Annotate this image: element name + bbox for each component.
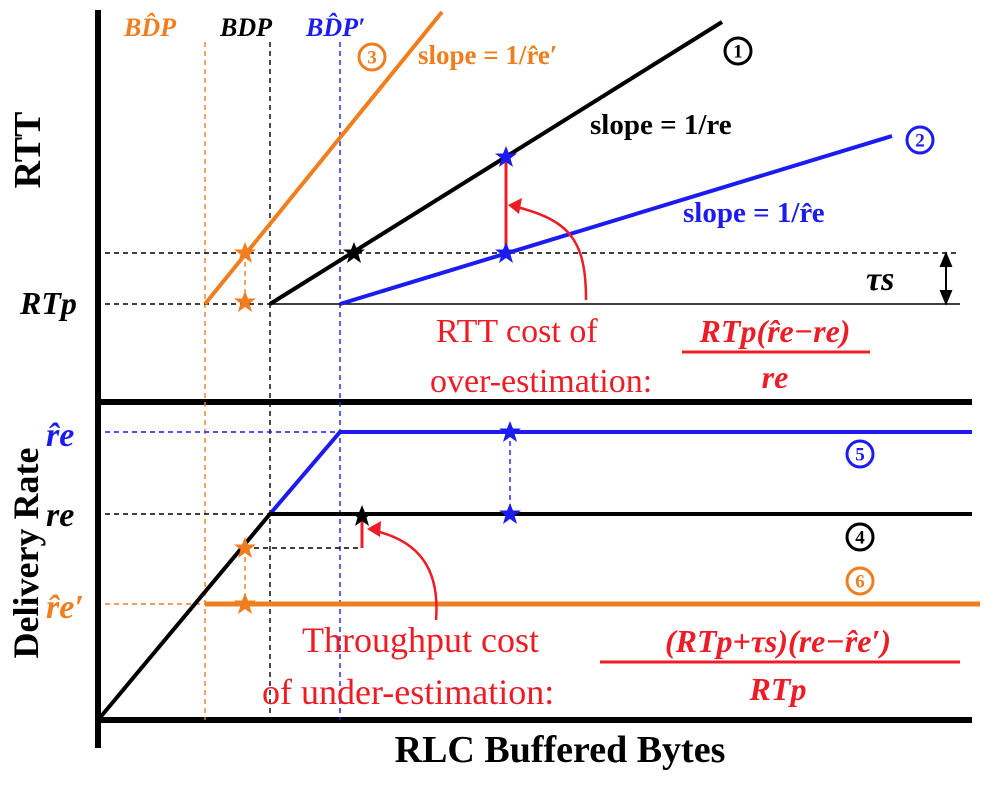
rtt-line-blue — [339, 134, 893, 306]
marker-6-circle — [845, 566, 875, 596]
rate-line-blue — [268, 430, 972, 516]
marker-4: 4 — [855, 528, 865, 549]
rtt-line-black — [268, 20, 724, 306]
rtt-cost-text-1: RTT cost of — [436, 313, 598, 350]
label-bdp-hat-prime: BD̂P′ — [305, 13, 365, 42]
rtt-cost-denominator: re — [762, 359, 789, 395]
label-re: re — [46, 497, 74, 534]
tput-cost-text-2: of under-estimation: — [262, 672, 554, 712]
marker-1-circle — [723, 36, 753, 66]
star-orange-rate-lower — [234, 593, 256, 614]
stars — [234, 146, 521, 614]
label-re-hat-prime: r̂e′ — [46, 589, 84, 626]
tput-cost-text-1: Throughput cost — [302, 620, 539, 660]
star-black-rtt — [343, 242, 365, 263]
rate-line-black — [96, 512, 972, 722]
slope-label-blue: slope = 1/r̂e — [683, 197, 825, 229]
marker-1: 1 — [733, 42, 743, 63]
y-axis-title-bottom: Delivery Rate — [6, 448, 46, 659]
label-re-hat: r̂e — [46, 417, 74, 454]
star-blue-rate-lower — [499, 503, 521, 524]
marker-numbers: 1 2 3 4 5 6 — [367, 42, 925, 593]
slope-label-orange: slope = 1/r̂e′ — [418, 40, 557, 70]
marker-5: 5 — [855, 445, 865, 466]
tput-cost-numerator: (RTp+τs)(re−r̂e′) — [665, 623, 891, 659]
star-blue-rtt-lower — [495, 242, 517, 263]
marker-4-circle — [845, 522, 875, 552]
star-blue-rate-upper — [499, 421, 521, 442]
rtt-cost-text-2: over-estimation: — [430, 363, 652, 400]
rtt-arrowhead — [508, 198, 522, 214]
tau-arrow-down — [939, 290, 953, 306]
marker-2-circle — [905, 125, 935, 155]
label-bdp-hat: BD̂P — [123, 13, 177, 42]
star-blue-rtt-upper — [495, 146, 517, 167]
label-rtp: RTp — [19, 285, 77, 321]
marker-6: 6 — [855, 572, 865, 593]
tau-arrow-up — [939, 251, 953, 267]
rtt-cost-arrow — [512, 204, 588, 301]
marker-5-circle — [845, 439, 875, 469]
star-orange-rtt-lower — [234, 291, 256, 312]
star-black-rate — [351, 505, 373, 526]
star-orange-rtt-upper — [234, 242, 256, 263]
circled-markers — [357, 36, 935, 596]
axes — [95, 10, 972, 748]
slope-label-black: slope = 1/re — [590, 109, 732, 141]
y-axis-title-top: RTT — [7, 112, 49, 189]
rate-curves — [96, 430, 980, 722]
tau-double-arrow — [939, 251, 953, 306]
tput-cost-arrow — [370, 528, 438, 621]
rtt-cost-numerator: RTp(r̂e−re) — [699, 313, 851, 349]
marker-2: 2 — [915, 131, 925, 152]
x-axis-title: RLC Buffered Bytes — [395, 729, 726, 771]
marker-3-circle — [357, 42, 387, 72]
label-tau-s: τs — [866, 261, 894, 298]
marker-3: 3 — [367, 48, 377, 69]
tput-cost-denominator: RTp — [749, 671, 807, 707]
arrowheads — [367, 198, 522, 537]
tput-arrowhead — [367, 521, 381, 537]
label-bdp: BDP — [219, 13, 273, 42]
star-orange-rate-upper — [234, 537, 256, 558]
